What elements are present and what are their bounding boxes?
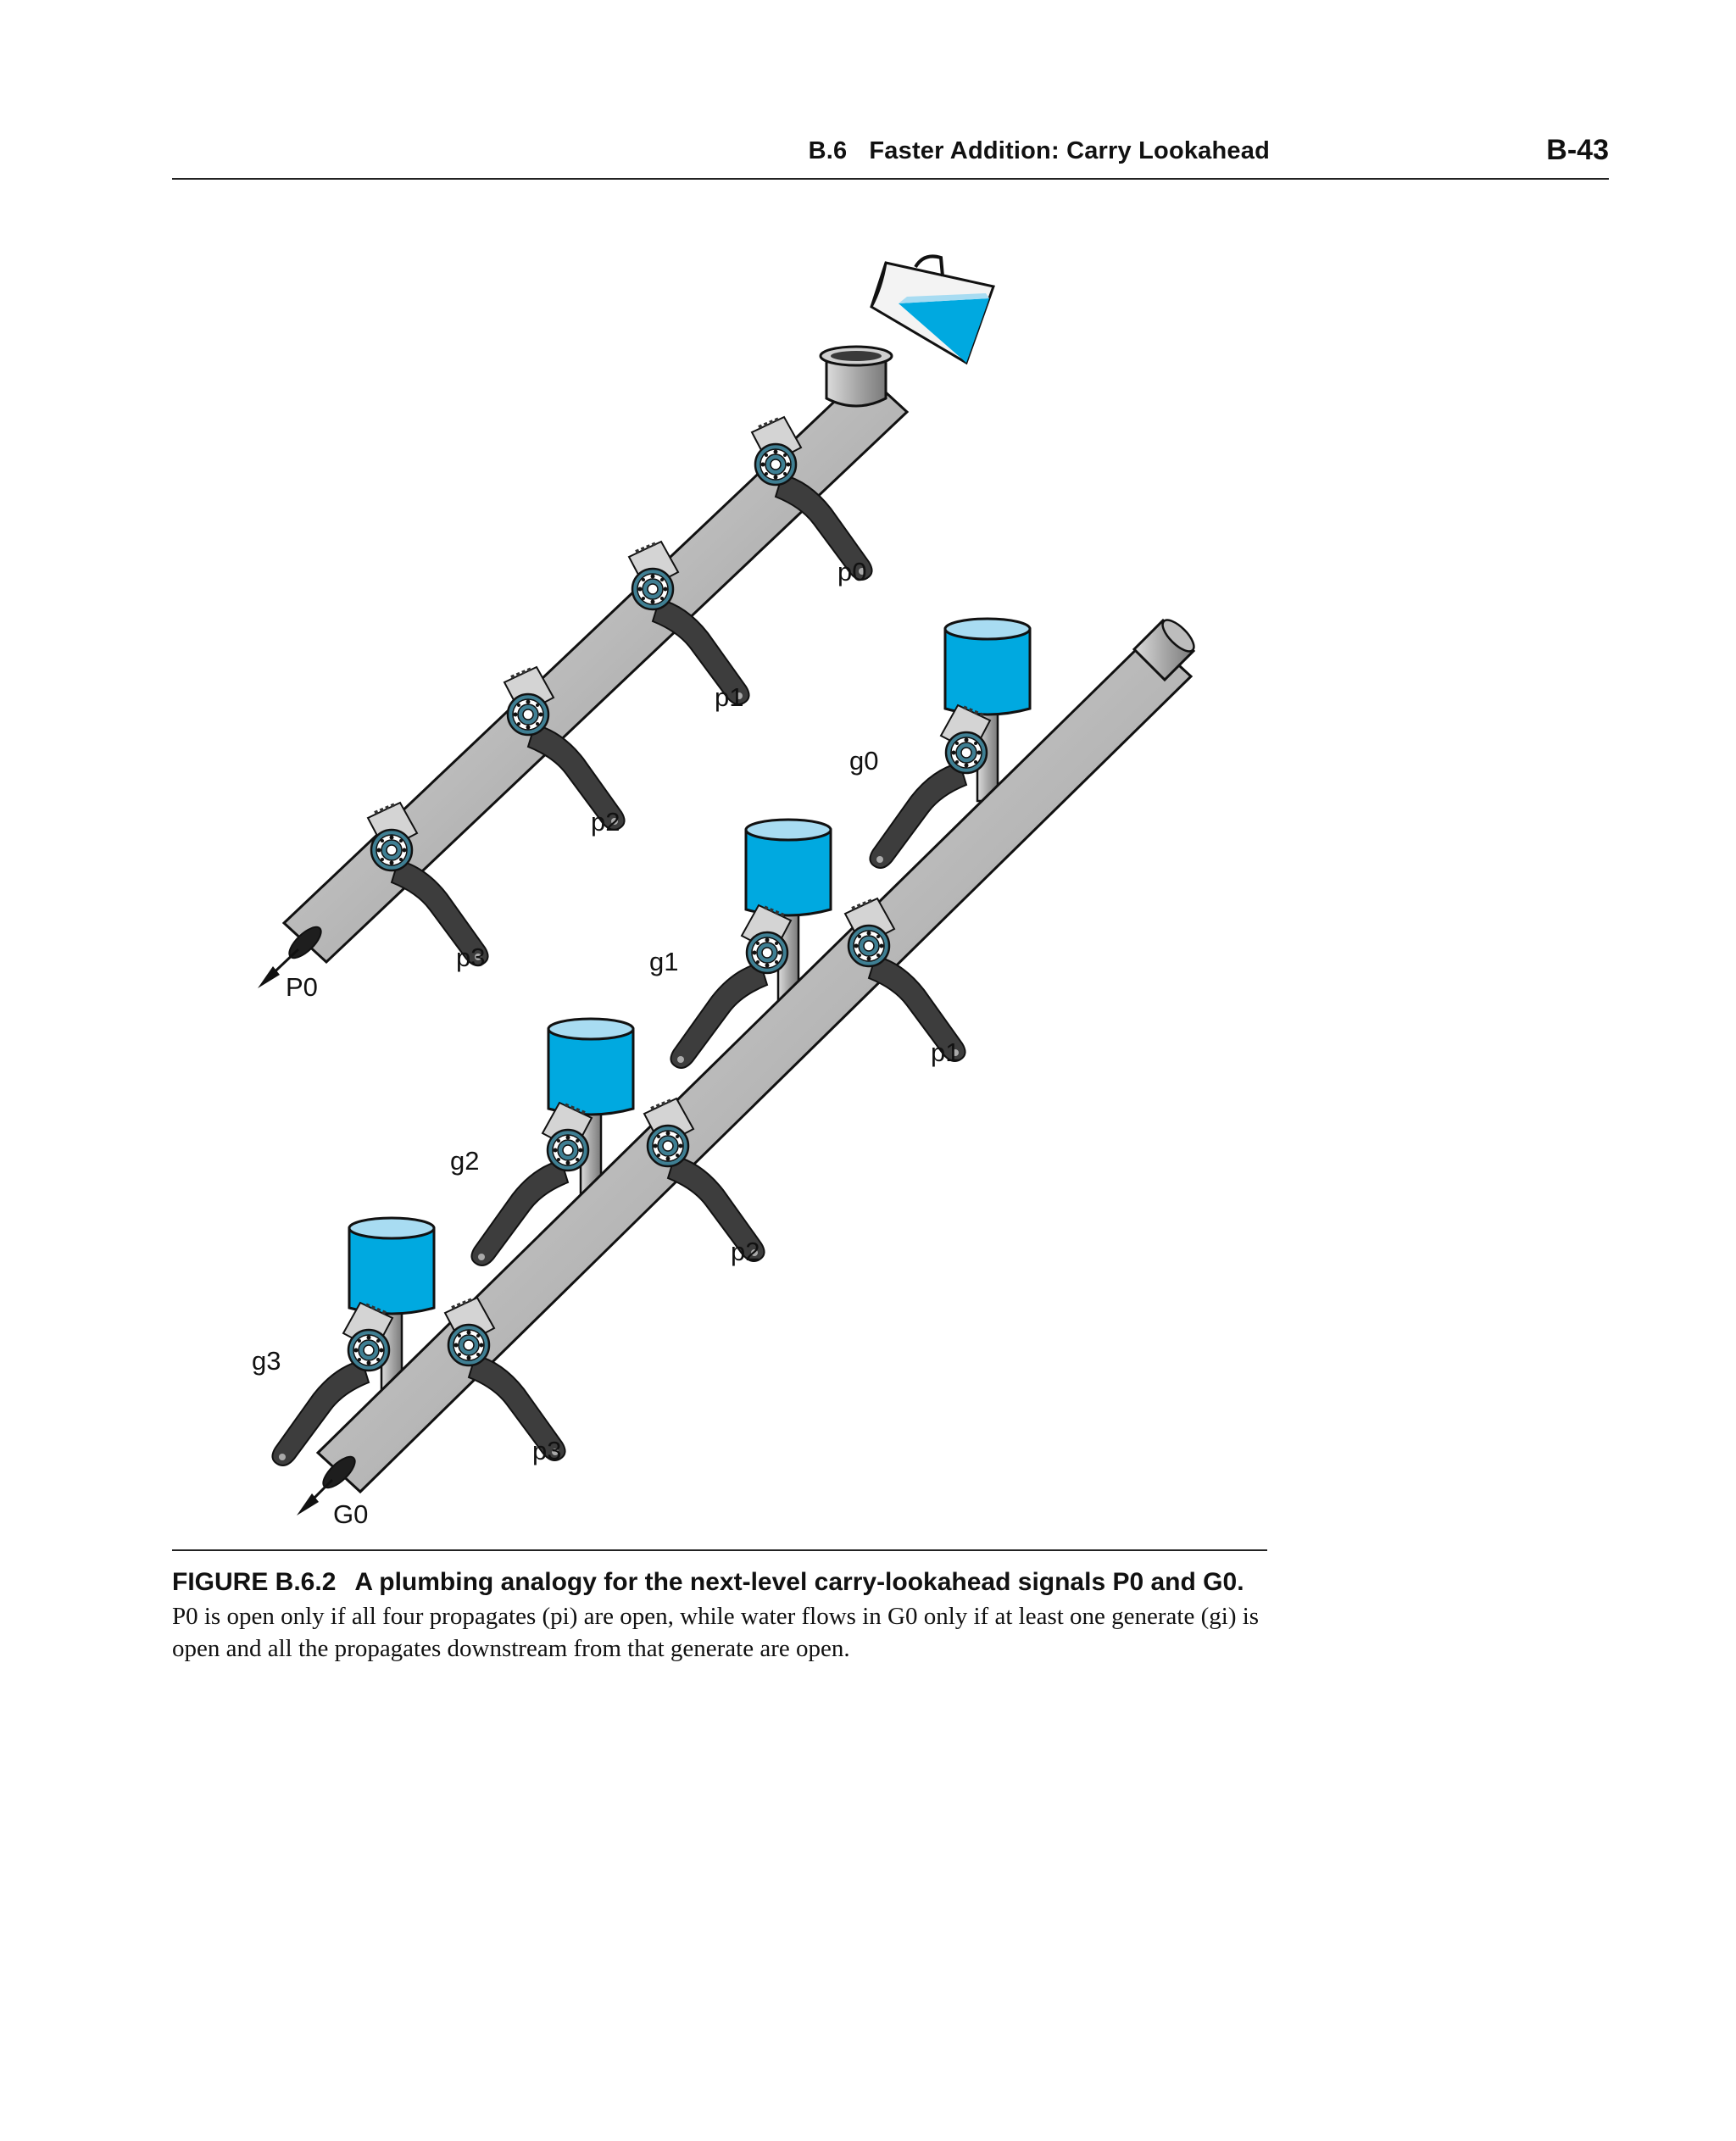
upper-pipe-assembly: [258, 254, 995, 988]
label-upper-p3: p3: [456, 943, 485, 972]
page-header: B.6 Faster Addition: Carry Lookahead B-43: [172, 127, 1609, 180]
section-title: Faster Addition: Carry Lookahead: [869, 137, 1270, 164]
section-number: B.6: [808, 137, 848, 164]
running-head: B.6 Faster Addition: Carry Lookahead: [809, 137, 1270, 165]
label-lower-output: G0: [333, 1499, 368, 1529]
label-lower-p3: p3: [532, 1436, 561, 1465]
figure-caption: FIGURE B.6.2 A plumbing analogy for the n…: [172, 1549, 1267, 1665]
label-lower-p2: p2: [731, 1237, 760, 1266]
label-lower-p1: p1: [931, 1037, 960, 1067]
label-lower-g0: g0: [849, 746, 878, 776]
label-lower-g2: g2: [450, 1146, 479, 1176]
label-upper-p2: p2: [591, 807, 620, 837]
water-pitcher-icon: [870, 254, 995, 365]
label-upper-p0: p0: [837, 557, 866, 587]
caption-body: P0 is open only if all four propagates (…: [172, 1603, 1260, 1662]
label-upper-p1: p1: [715, 682, 743, 712]
page-number: B-43: [1546, 134, 1609, 166]
label-lower-g3: g3: [252, 1346, 281, 1376]
label-lower-g1: g1: [649, 947, 678, 976]
figure-title: A plumbing analogy for the next-level ca…: [354, 1568, 1244, 1596]
lower-pipe-assembly: [270, 617, 1196, 1515]
caption-heading: FIGURE B.6.2 A plumbing analogy for the n…: [172, 1568, 1267, 1597]
label-upper-output: P0: [286, 972, 318, 1002]
figure-number: FIGURE B.6.2: [172, 1568, 337, 1596]
